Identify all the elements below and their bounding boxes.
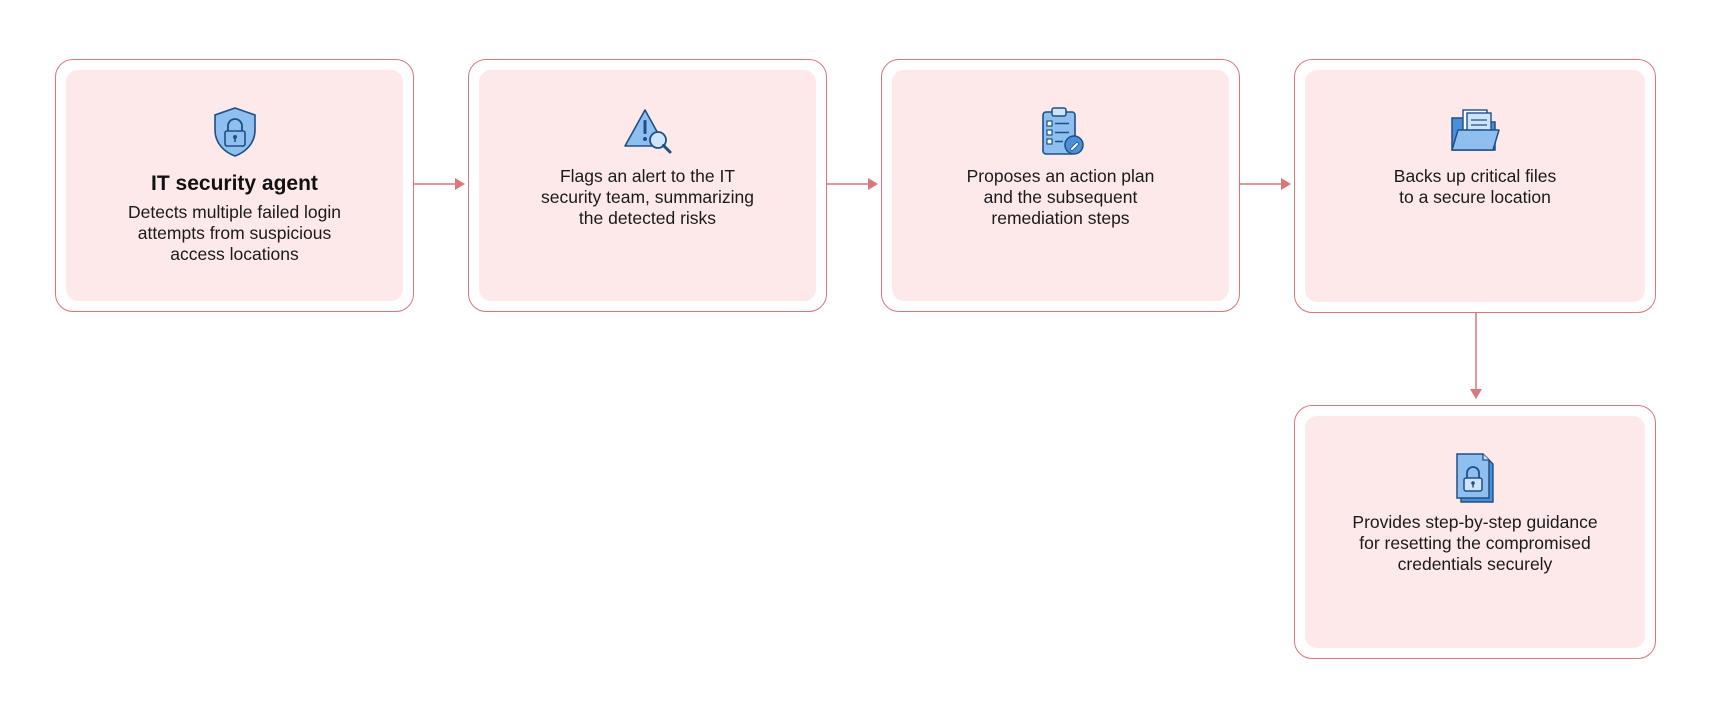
- step-description: Flags an alert to the IT security team, …: [541, 166, 754, 228]
- arrowhead-2-3: [868, 178, 878, 190]
- step-card-inner: Flags an alert to the IT security team, …: [479, 70, 816, 301]
- step-card-action-plan: Proposes an action plan and the subseque…: [881, 59, 1240, 312]
- step-card-inner: IT security agent Detects multiple faile…: [66, 70, 403, 301]
- step-card-inner: Provides step-by-step guidance for reset…: [1305, 416, 1645, 648]
- step-card-reset-guidance: Provides step-by-step guidance for reset…: [1294, 405, 1656, 659]
- clipboard-checklist-icon: [1041, 107, 1084, 155]
- step-card-it-security-agent: IT security agent Detects multiple faile…: [55, 59, 414, 312]
- step-description: Backs up critical files to a secure loca…: [1393, 166, 1557, 207]
- folder-files-icon: [1451, 109, 1500, 151]
- alert-search-icon: [623, 109, 671, 154]
- step-card-flag-alert: Flags an alert to the IT security team, …: [468, 59, 827, 312]
- step-card-inner: Proposes an action plan and the subseque…: [892, 70, 1229, 301]
- step-description: Detects multiple failed login attempts f…: [127, 202, 342, 264]
- step-card-backup-files: Backs up critical files to a secure loca…: [1294, 59, 1656, 313]
- step-card-inner: Backs up critical files to a secure loca…: [1305, 70, 1645, 302]
- document-lock-icon: [1456, 453, 1494, 503]
- step-description: Provides step-by-step guidance for reset…: [1352, 512, 1598, 574]
- shield-lock-icon: [213, 107, 256, 157]
- step-description: Proposes an action plan and the subseque…: [966, 166, 1155, 228]
- arrowhead-1-2: [455, 178, 465, 190]
- arrowhead-4-5: [1470, 389, 1482, 399]
- step-title: IT security agent: [151, 172, 318, 195]
- arrowhead-3-4: [1281, 178, 1291, 190]
